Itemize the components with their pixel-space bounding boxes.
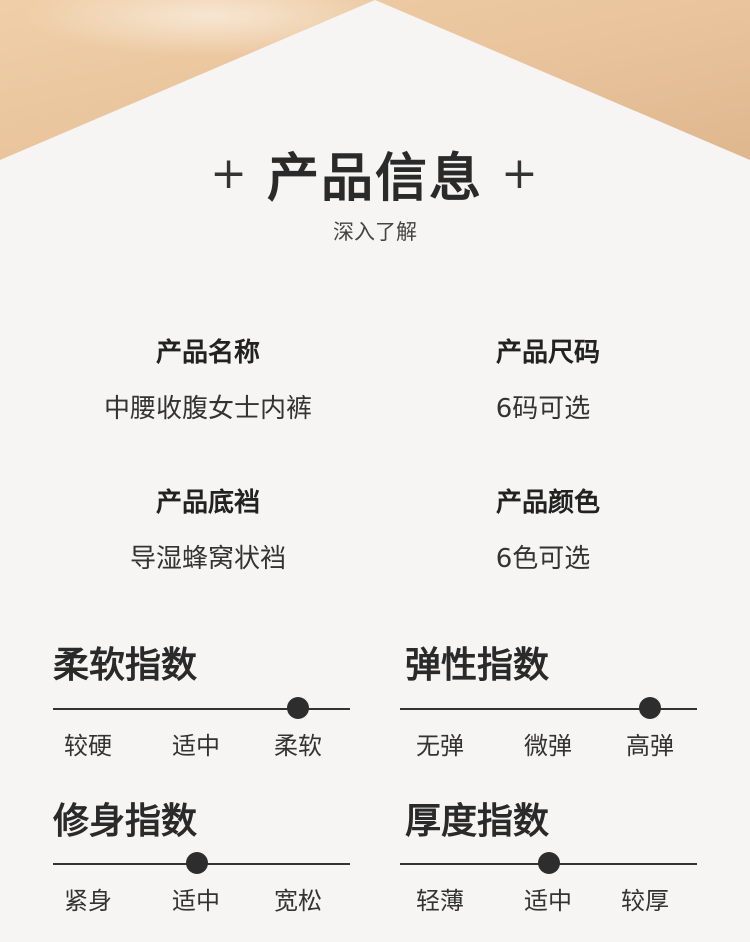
product-crotch-value: 导湿蜂窝状裆 [129, 544, 286, 574]
product-color-label: 产品颜色 [495, 488, 600, 518]
product-color-value: 6色可选 [495, 544, 591, 574]
softness-level-1: 较硬 [64, 732, 112, 760]
product-crotch-label: 产品底裆 [155, 488, 260, 518]
thickness-indicator [538, 852, 560, 874]
softness-level-2: 适中 [172, 732, 220, 760]
product-photo-banner [0, 0, 750, 160]
product-size-label: 产品尺码 [495, 338, 600, 368]
product-name-value: 中腰收腹女士内裤 [103, 394, 312, 424]
elasticity-track [400, 708, 697, 710]
thickness-level-3: 较厚 [621, 887, 669, 915]
elasticity-index-title: 弹性指数 [405, 645, 550, 686]
fit-indicator [186, 852, 208, 874]
elasticity-level-1: 无弹 [416, 732, 464, 760]
elasticity-level-3: 高弹 [626, 732, 674, 760]
thickness-level-2: 适中 [524, 887, 572, 915]
softness-track [53, 708, 350, 710]
fit-level-1: 紧身 [64, 887, 112, 915]
softness-index-title: 柔软指数 [53, 645, 198, 686]
section-subtitle: 深入了解 [333, 220, 417, 244]
elasticity-level-2: 微弹 [524, 732, 572, 760]
elasticity-indicator [639, 697, 661, 719]
plus-left-icon: + [210, 148, 249, 199]
softness-indicator [287, 697, 309, 719]
fit-index-title: 修身指数 [53, 801, 198, 842]
thickness-level-1: 轻薄 [416, 887, 464, 915]
section-title-text: 产品信息 [266, 148, 483, 209]
softness-level-3: 柔软 [274, 732, 322, 760]
section-title: + 产品信息 + [210, 136, 540, 211]
thickness-index-title: 厚度指数 [405, 801, 550, 842]
plus-right-icon: + [501, 148, 540, 199]
fit-level-3: 宽松 [274, 887, 322, 915]
product-name-label: 产品名称 [155, 338, 260, 368]
fit-level-2: 适中 [172, 887, 220, 915]
product-size-value: 6码可选 [495, 394, 591, 424]
